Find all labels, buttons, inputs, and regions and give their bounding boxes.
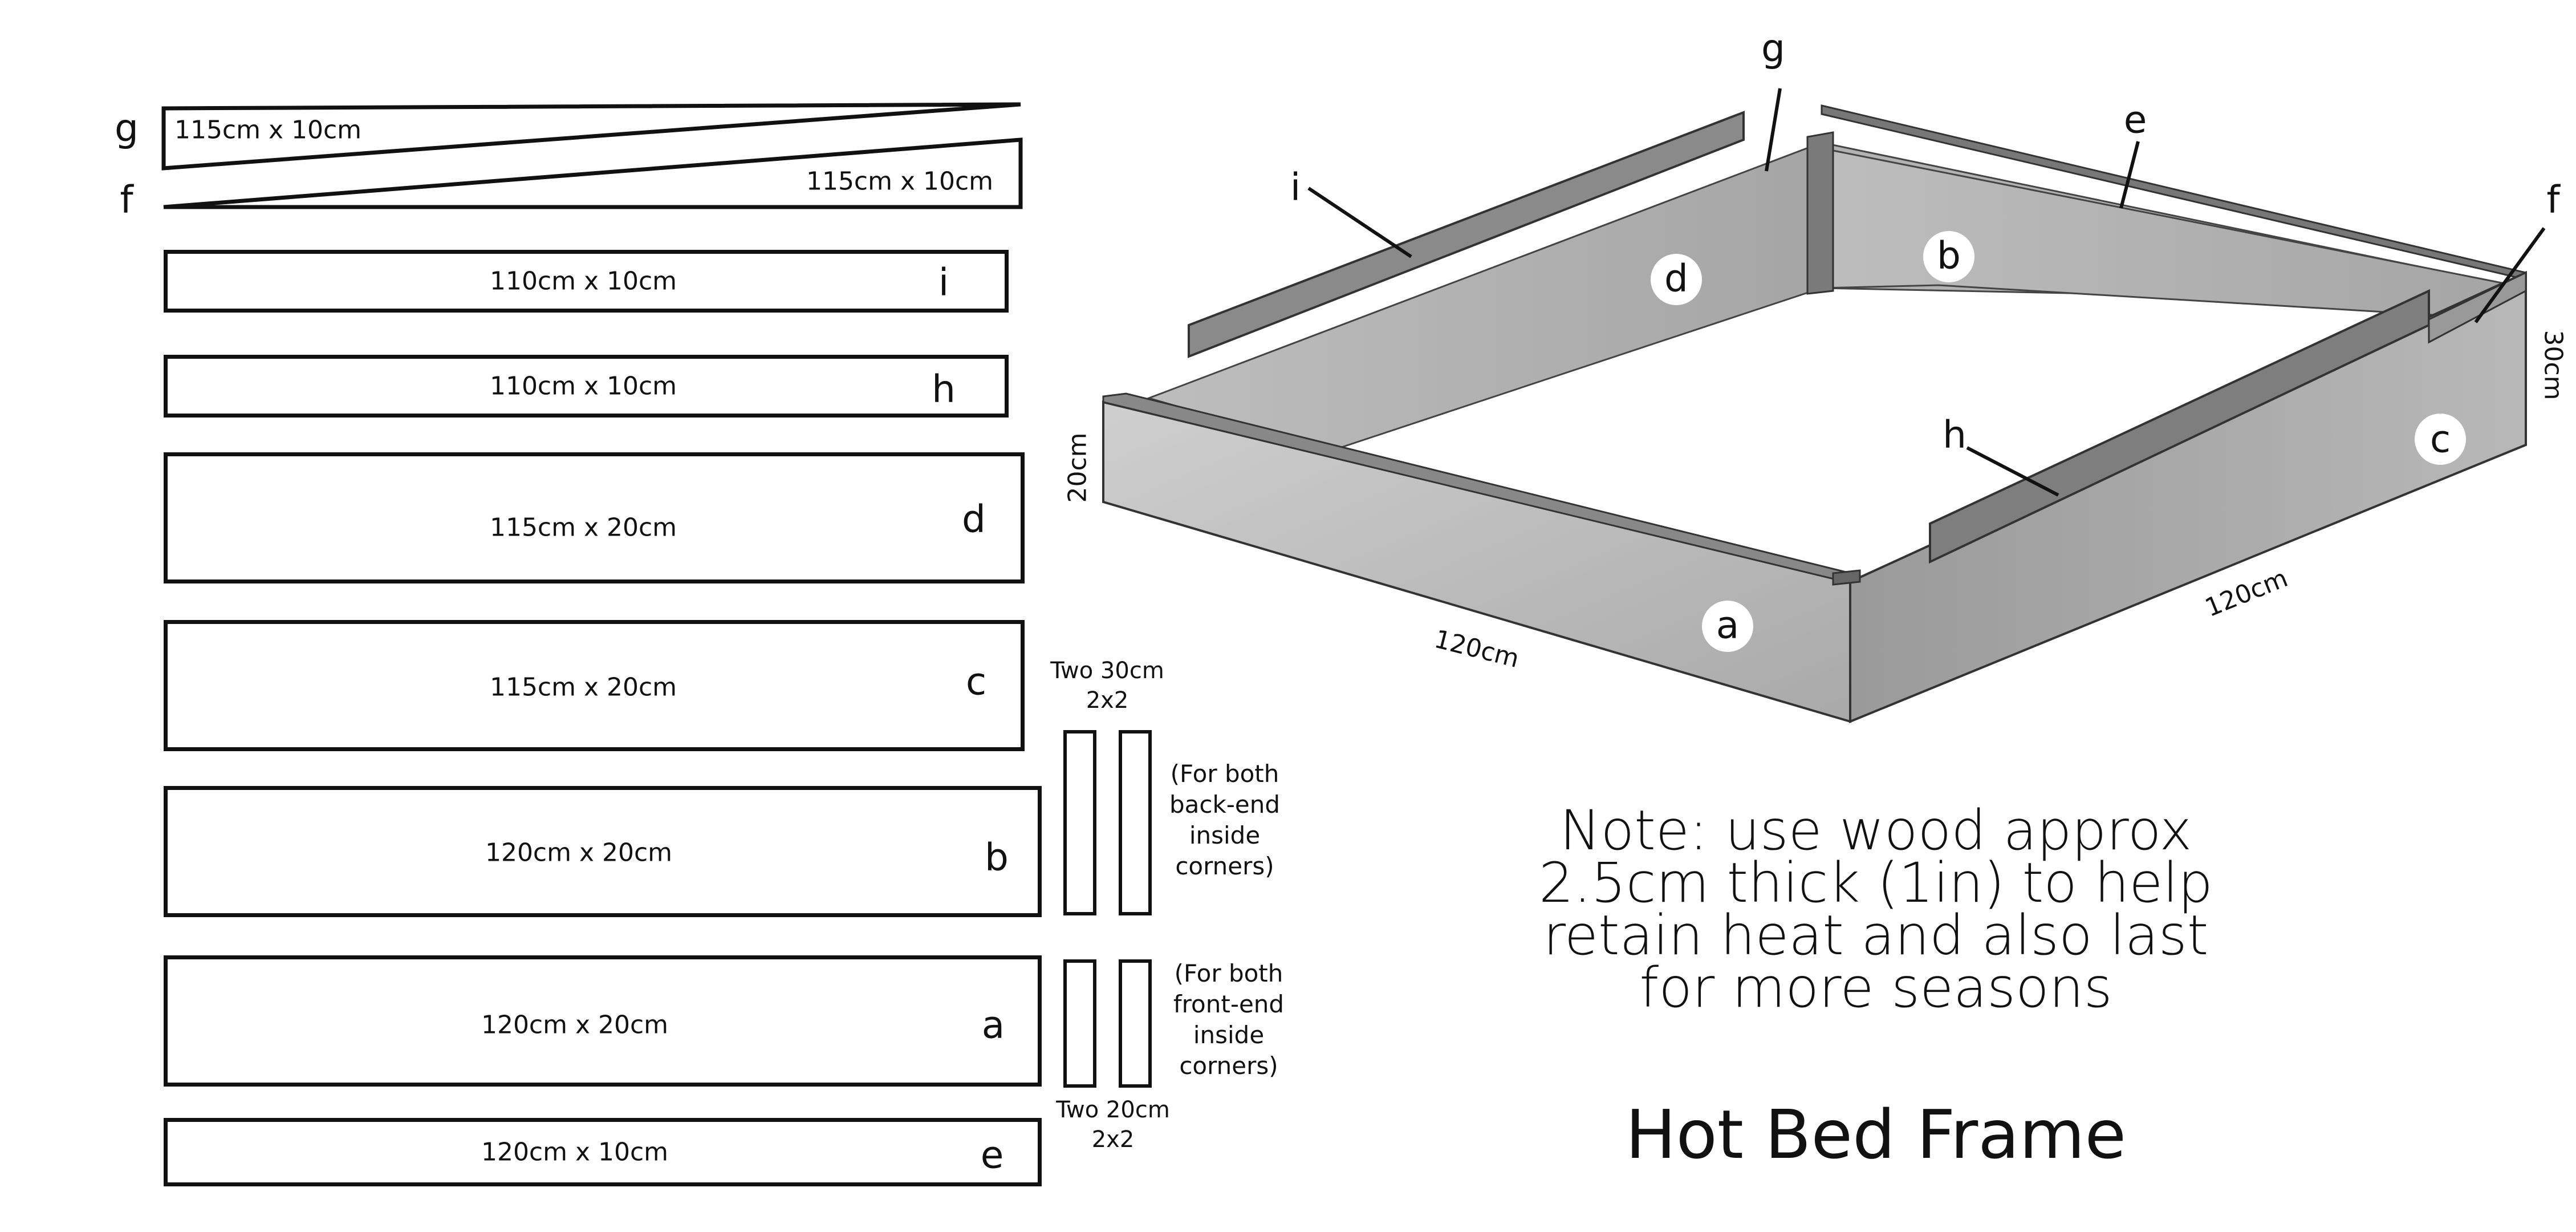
frame-label-g: g (1761, 26, 1785, 71)
bottom-post-caption: Two 20cm 2x2 (1056, 1097, 1170, 1153)
back-height-dim: 30cm (2538, 330, 2568, 400)
board-a (1102, 400, 1851, 723)
leader-i (1307, 187, 1412, 258)
board-f (2428, 271, 2527, 344)
frame-label-b: b (1937, 233, 1961, 278)
bottom-post-note: (For both front-end inside corners) (1173, 959, 1285, 1080)
front-corner-post (1832, 569, 1861, 586)
piece-e-letter: e (980, 1133, 1004, 1177)
leader-f (2474, 227, 2546, 323)
piece-c (164, 620, 1025, 751)
piece-a (164, 955, 1042, 1087)
piece-b-size: 120cm x 20cm (485, 838, 673, 868)
wedge-piece-g (161, 102, 1021, 171)
label-disc-d (1651, 254, 1702, 305)
frame-label-e: e (2123, 98, 2147, 142)
piece-f-size: 115cm x 10cm (806, 167, 994, 196)
piece-a-size: 120cm x 20cm (481, 1010, 669, 1040)
page-title: Hot Bed Frame (1625, 1095, 2127, 1174)
piece-c-letter: c (965, 659, 987, 704)
piece-i-size: 110cm x 10cm (489, 266, 677, 296)
piece-e (164, 1118, 1042, 1186)
piece-f-letter: f (120, 177, 133, 222)
piece-i (164, 250, 1009, 313)
piece-g-size: 115cm x 10cm (174, 115, 362, 145)
piece-h (164, 355, 1009, 418)
leader-g (1765, 88, 1782, 172)
wood-thickness-note: Note: use wood approx 2.5cm thick (1in) … (1539, 799, 2213, 1020)
piece-b-letter: b (985, 835, 1009, 880)
wedge-piece-f (163, 137, 1023, 209)
label-disc-b (1923, 231, 1974, 282)
frame-label-f: f (2546, 177, 2560, 222)
top-post-note: (For both back-end inside corners) (1169, 760, 1281, 880)
back-post-1 (1063, 730, 1096, 915)
frame-label-c: c (2429, 417, 2451, 461)
piece-g-letter: g (115, 106, 139, 151)
piece-i-letter: i (938, 260, 949, 305)
frame-label-a: a (1716, 603, 1740, 647)
piece-d-size: 115cm x 20cm (489, 513, 677, 542)
frame-label-d: d (1664, 256, 1688, 301)
piece-h-size: 110cm x 10cm (489, 371, 677, 401)
board-b-face (1821, 147, 2509, 321)
piece-d-letter: d (962, 497, 986, 541)
piece-a-letter: a (981, 1003, 1005, 1047)
piece-d (164, 452, 1025, 583)
front-post-1 (1063, 959, 1096, 1088)
label-disc-a (1702, 601, 1753, 652)
piece-e-size: 120cm x 10cm (481, 1137, 669, 1167)
frame-label-h: h (1943, 412, 1966, 457)
leader-e (2119, 141, 2140, 209)
top-post-caption: Two 30cm 2x2 (1050, 658, 1164, 714)
back-corner-post (1806, 131, 1834, 295)
piece-c-size: 115cm x 20cm (489, 672, 677, 702)
frame-label-i: i (1290, 165, 1301, 209)
front-height-dim: 20cm (1063, 432, 1092, 503)
back-post-2 (1119, 730, 1152, 915)
board-c (1849, 270, 2527, 723)
piece-h-letter: h (932, 367, 956, 411)
label-disc-c (2415, 414, 2466, 465)
piece-b (164, 786, 1042, 917)
leader-h (1966, 446, 2059, 497)
board-d-inner (1146, 141, 1823, 452)
board-i (1188, 111, 1745, 358)
front-post-2 (1119, 959, 1152, 1088)
